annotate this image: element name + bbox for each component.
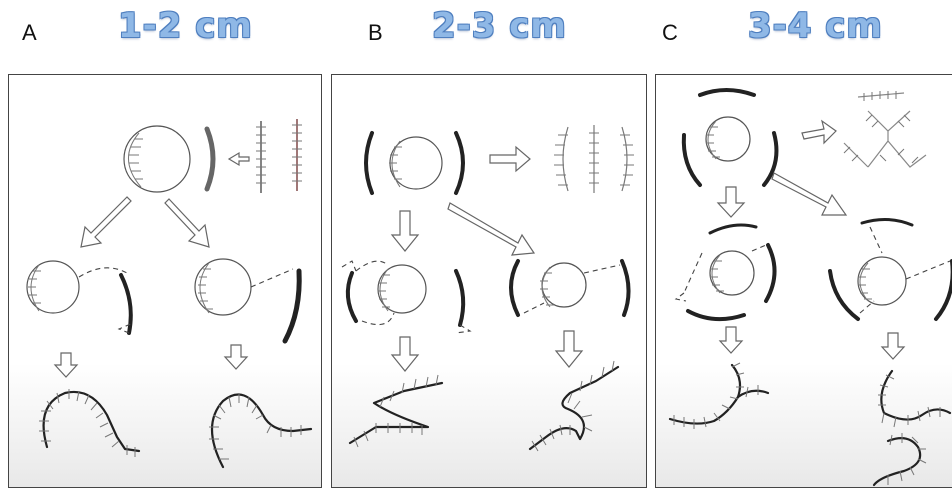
- panel-c-title: 3-4 cm: [748, 6, 883, 46]
- final-suture-right: [528, 360, 620, 452]
- arrow-icon: [53, 352, 79, 378]
- arrow-icon: [801, 119, 837, 145]
- panel-b-diagram: [331, 74, 647, 488]
- final-suture-left: [348, 374, 444, 448]
- arrow-icon: [80, 196, 132, 248]
- final-suture-left: [668, 362, 770, 429]
- arrow-icon: [164, 198, 210, 248]
- straight-sutures: [554, 125, 634, 193]
- flap-arc: [204, 126, 216, 192]
- final-suture-left: [39, 389, 141, 457]
- panel-c-letter: C: [662, 20, 678, 45]
- panel-a-diagram: [8, 74, 322, 488]
- flap-design-left: [341, 260, 472, 334]
- arrow-icon: [390, 336, 420, 372]
- defect-circle: [123, 125, 191, 193]
- arrow-icon: [390, 210, 420, 252]
- panel-a-drawing: [26, 119, 313, 469]
- final-suture-right: [872, 369, 952, 487]
- panel-b-letter: B: [368, 20, 383, 45]
- panel-b-title: 2-3 cm: [432, 6, 567, 46]
- arrow-icon: [880, 332, 906, 360]
- flap-design-right: [509, 259, 631, 317]
- panel-a-title: 1-2 cm: [118, 6, 253, 46]
- panel-c-drawing: [668, 88, 952, 487]
- straight-suture-2: [292, 119, 302, 191]
- arrow-icon: [227, 151, 250, 167]
- arrow-icon: [447, 202, 536, 256]
- flap-design-left: [26, 260, 134, 335]
- flap-design-right: [828, 218, 952, 321]
- y-suture: [843, 91, 927, 168]
- final-suture-right: [209, 393, 313, 469]
- flap-design-left: [674, 223, 777, 322]
- defect-circle: [364, 131, 465, 195]
- arrow-icon: [718, 326, 744, 354]
- flap-design-right: [194, 258, 302, 344]
- panel-b-drawing: [341, 125, 634, 452]
- panel-a-letter: A: [22, 20, 37, 45]
- straight-suture-1: [256, 121, 266, 193]
- defect-circle: [681, 88, 779, 187]
- arrow-icon: [223, 344, 249, 370]
- arrow-icon: [489, 145, 531, 173]
- arrow-icon: [771, 172, 848, 216]
- arrow-icon: [554, 330, 584, 368]
- panel-c-diagram: [655, 74, 952, 488]
- arrow-icon: [716, 186, 746, 218]
